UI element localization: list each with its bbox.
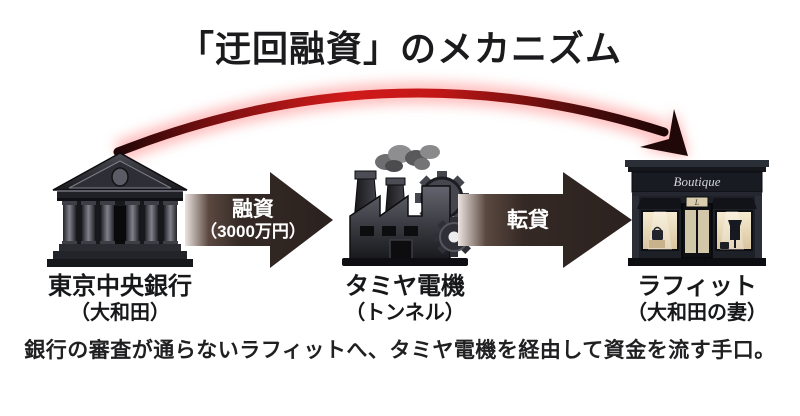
loan-arrow-label: 融資 [231, 198, 274, 221]
factory-sublabel: （トンネル） [345, 302, 465, 324]
boutique-monogram: L [694, 198, 700, 207]
node-bank: 東京中央銀行 （大和田） [35, 150, 205, 325]
bank-sublabel: （大和田） [70, 302, 170, 324]
caption-text: 銀行の審査が通らないラフィットへ、タミヤ電機を経由して資金を流す手口。 [24, 339, 776, 362]
node-boutique: Boutique [612, 158, 782, 325]
sublease-arrow-label: 転貸 [507, 208, 549, 232]
boutique-sublabel: （大和田の妻） [627, 302, 767, 324]
boutique-icon: Boutique [612, 158, 782, 268]
loan-arrow: 融資 （3000万円） [185, 172, 333, 268]
loan-arrow-amount: （3000万円） [200, 222, 306, 241]
page-title: 「迂回融資」のメカニズム [177, 28, 622, 69]
factory-icon [320, 142, 490, 268]
boutique-sign-text: Boutique [674, 174, 721, 189]
node-factory: タミヤ電機 （トンネル） [320, 142, 490, 325]
bank-icon [35, 150, 205, 268]
bank-label: 東京中央銀行 [48, 273, 192, 300]
smoke-icon [375, 145, 440, 172]
boutique-label: ラフィット [637, 273, 757, 300]
bypass-arrowhead-glow [640, 109, 688, 156]
bypass-arrowhead-icon [640, 109, 688, 156]
factory-label: タミヤ電機 [345, 273, 465, 300]
